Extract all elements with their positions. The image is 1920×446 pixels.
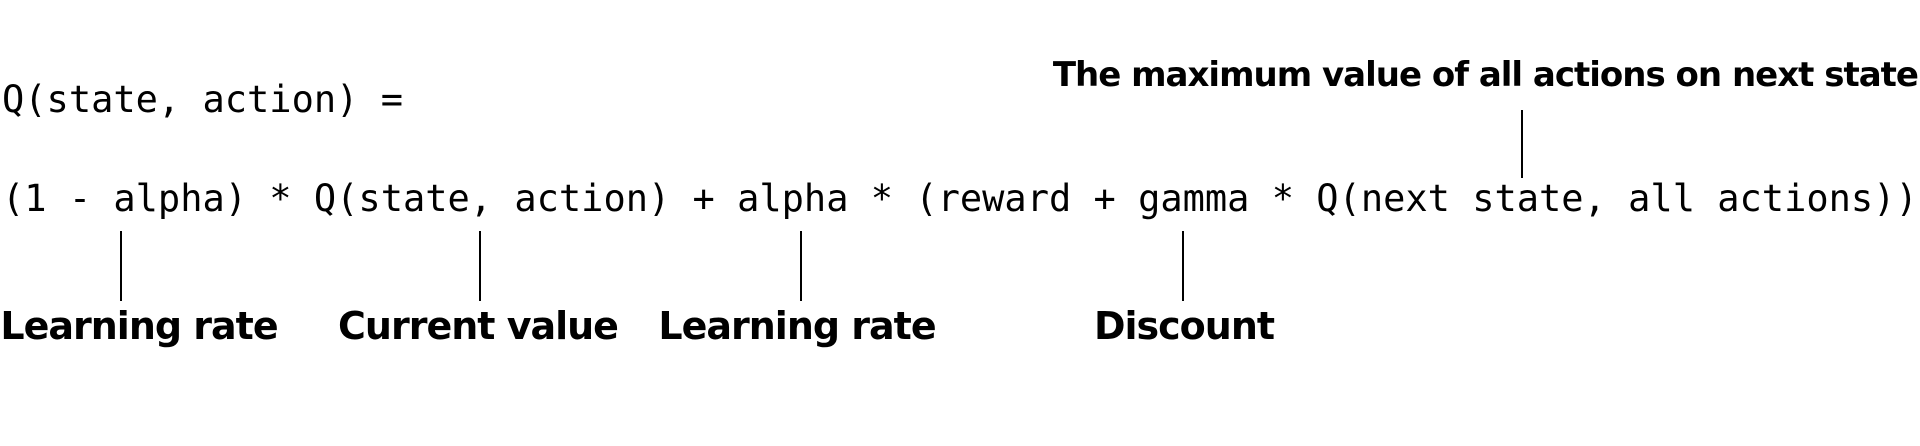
callout-line-learning-rate-2 (800, 231, 802, 301)
callout-learning-rate-2-label: Learning rate (658, 304, 936, 348)
callout-learning-rate-1-label: Learning rate (0, 304, 278, 348)
callout-line-discount (1182, 231, 1184, 301)
callout-current-value-label: Current value (338, 304, 619, 348)
callout-line-current-value (479, 231, 481, 301)
callout-max-value-label: The maximum value of all actions on next… (1052, 55, 1919, 95)
equation-rhs: (1 - alpha) * Q(state, action) + alpha *… (2, 177, 1918, 220)
callout-discount-label: Discount (1093, 304, 1275, 348)
callout-line-max-value (1521, 110, 1523, 178)
equation-lhs: Q(state, action) = (2, 78, 403, 121)
callout-line-learning-rate-1 (120, 231, 122, 301)
